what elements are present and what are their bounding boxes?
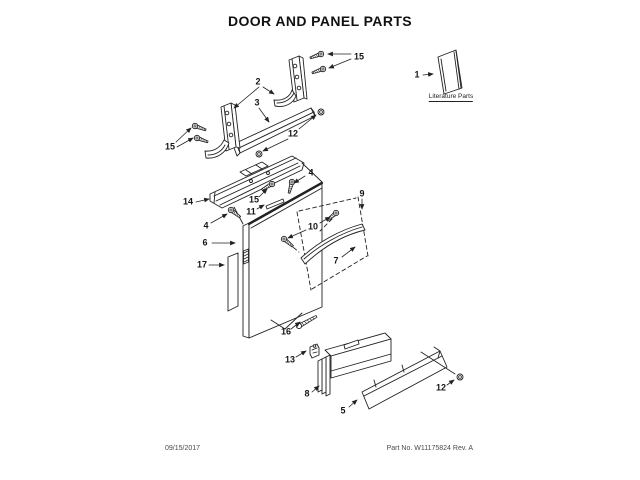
hinge-right bbox=[273, 55, 308, 107]
console-assembly bbox=[209, 155, 323, 225]
callout-10: 10 bbox=[307, 221, 319, 232]
mounting-bar bbox=[232, 107, 316, 157]
callout-9: 9 bbox=[359, 188, 365, 199]
retainer-clip bbox=[309, 343, 320, 359]
callout-4-top: 4 bbox=[308, 167, 314, 178]
callout-15-left: 15 bbox=[164, 141, 176, 152]
door-outer-panel bbox=[242, 181, 324, 339]
callout-13: 13 bbox=[284, 354, 296, 365]
screws bbox=[191, 50, 464, 381]
callout-15-mid: 15 bbox=[248, 194, 260, 205]
footer-part-number: Part No. W11175824 Rev. A bbox=[386, 445, 473, 452]
toe-panel bbox=[317, 332, 392, 397]
inner-door-liner bbox=[227, 252, 239, 312]
callout-2: 2 bbox=[255, 76, 261, 87]
callout-11: 11 bbox=[246, 206, 256, 217]
callout-6: 6 bbox=[202, 237, 208, 248]
callout-17: 17 bbox=[196, 259, 208, 270]
callout-8: 8 bbox=[304, 388, 310, 399]
kick-plate bbox=[361, 346, 456, 410]
door-handle bbox=[300, 223, 366, 265]
callout-12-bottom: 12 bbox=[435, 382, 447, 393]
hinge-left bbox=[204, 102, 241, 159]
literature-parts-label: Literature Parts bbox=[428, 93, 474, 102]
callout-15-top-right: 15 bbox=[353, 51, 365, 62]
callout-4-left: 4 bbox=[203, 220, 209, 231]
callout-1: 1 bbox=[414, 69, 420, 80]
callout-14: 14 bbox=[182, 196, 194, 207]
callout-16: 16 bbox=[280, 326, 292, 337]
callout-7: 7 bbox=[333, 255, 339, 266]
callout-12-top: 12 bbox=[287, 128, 299, 139]
footer-date: 09/15/2017 bbox=[165, 445, 201, 452]
literature-book bbox=[437, 49, 463, 95]
page-title: DOOR AND PANEL PARTS bbox=[227, 13, 413, 29]
leader-lines bbox=[175, 51, 455, 408]
callout-5: 5 bbox=[340, 405, 346, 416]
callout-3: 3 bbox=[254, 97, 260, 108]
